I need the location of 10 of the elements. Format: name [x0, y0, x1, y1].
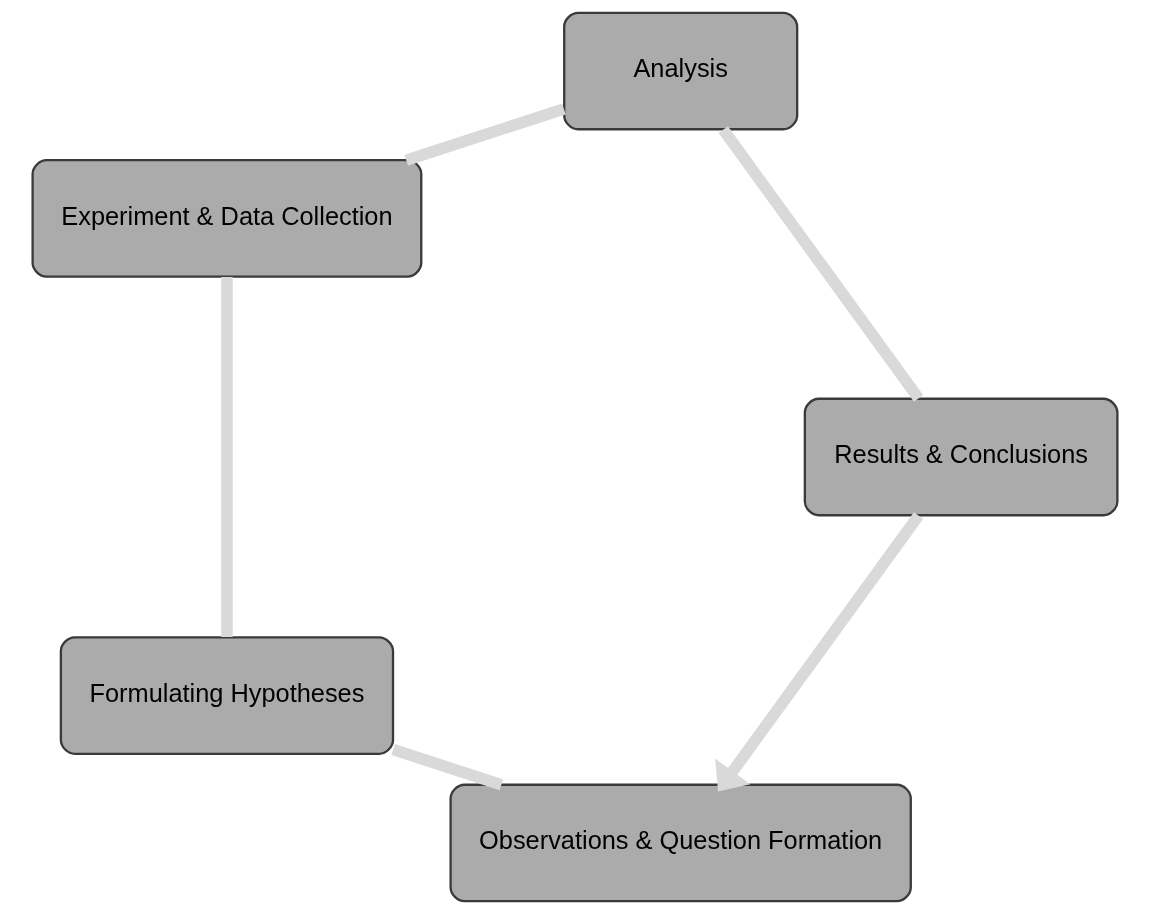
node-box: Formulating Hypotheses — [59, 636, 394, 755]
node-box: Results & Conclusions — [803, 397, 1119, 517]
node-box: Experiment & Data Collection — [30, 159, 422, 278]
node-box: Observations & Question Formation — [448, 783, 912, 903]
connector — [390, 744, 503, 791]
node-box: Analysis — [562, 11, 798, 131]
connector — [220, 277, 233, 638]
arrow — [714, 512, 923, 792]
connector — [404, 103, 566, 166]
connector — [718, 126, 923, 402]
